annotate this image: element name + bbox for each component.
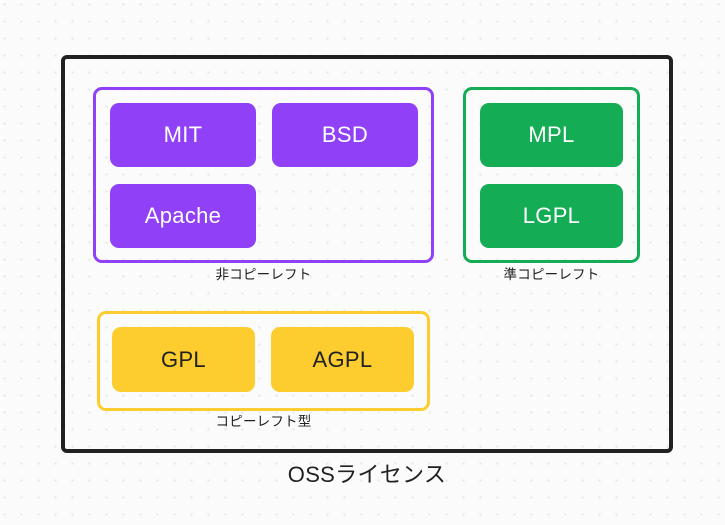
group-permissive <box>93 87 434 263</box>
license-card-label: AGPL <box>312 346 373 372</box>
license-card-label: MIT <box>163 122 203 147</box>
diagram-title: OSSライセンス <box>287 462 447 487</box>
license-card-mpl[interactable]: MPL <box>480 103 623 167</box>
license-card-label: Apache <box>144 203 222 228</box>
license-card-label: LGPL <box>522 203 581 228</box>
license-card-label: GPL <box>161 346 206 372</box>
license-card-apache[interactable]: Apache <box>110 184 256 248</box>
group-label-weak-copyleft: 準コピーレフト <box>503 267 600 282</box>
license-card-label: BSD <box>321 122 369 147</box>
group-copyleft <box>97 311 430 411</box>
group-label-copyleft: コピーレフト型 <box>215 414 312 429</box>
license-card-lgpl[interactable]: LGPL <box>480 184 623 248</box>
license-card-agpl[interactable]: AGPL <box>271 327 414 392</box>
license-card-bsd[interactable]: BSD <box>272 103 418 167</box>
license-card-label: MPL <box>528 122 575 147</box>
group-label-permissive: 非コピーレフト <box>215 267 312 282</box>
group-weak-copyleft <box>463 87 640 263</box>
license-card-mit[interactable]: MIT <box>110 103 256 167</box>
license-card-gpl[interactable]: GPL <box>112 327 255 392</box>
oss-license-container <box>61 55 673 453</box>
